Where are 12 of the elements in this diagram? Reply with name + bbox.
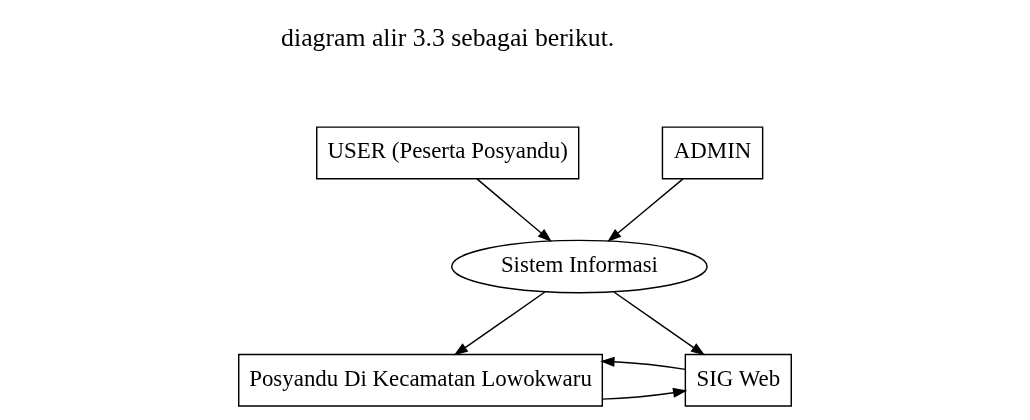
node-box: ADMIN (661, 126, 764, 180)
arrow (600, 356, 686, 371)
node-box: Posyandu Di Kecamatan Lowokwaru (238, 353, 604, 407)
arrow (476, 178, 552, 242)
node-box: USER (Peserta Posyandu) (316, 126, 580, 180)
arrow (607, 178, 684, 242)
arrow (453, 291, 546, 356)
arrow (613, 291, 706, 356)
node-ellipse: Sistem Informasi (451, 239, 708, 294)
node-box: SIG Web (684, 353, 792, 407)
arrow (601, 387, 688, 400)
label: diagram alir 3.3 sebagai berikut. (281, 23, 615, 53)
